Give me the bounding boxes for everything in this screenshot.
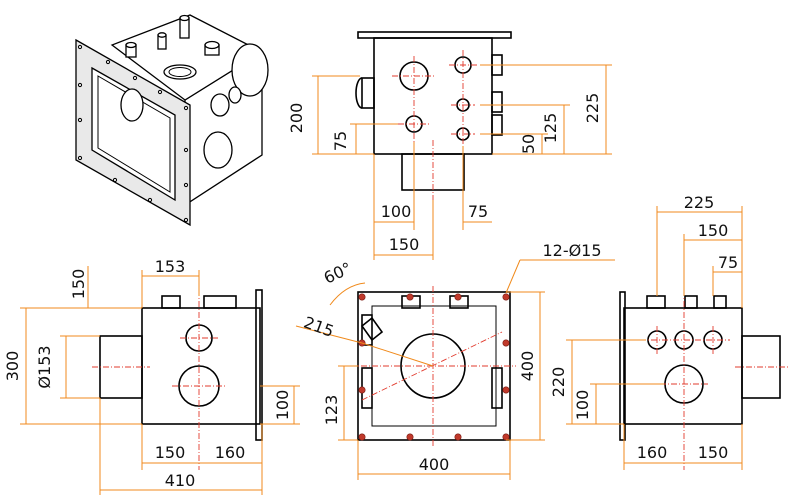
dim-75-right: 75 [468,202,488,221]
bolt-hole [454,433,462,441]
dim-410: 410 [165,471,196,490]
dim-150: 150 [389,235,420,254]
dim-150-top: 150 [698,221,729,240]
bolt-hole [502,339,510,347]
dim-75-left: 75 [331,131,350,151]
flange-view: 60° 215 12-Ø15 400 123 400 [295,241,615,480]
dim-100-right: 100 [573,390,592,421]
dim-125: 125 [541,113,560,144]
dim-50: 50 [519,134,538,154]
dim-225-top: 225 [684,193,715,212]
isometric-view [75,14,269,227]
dim-100: 100 [381,202,412,221]
dim-225: 225 [583,93,602,124]
dim-153: 153 [155,257,186,276]
dim-dia-153: Ø153 [35,345,54,388]
left-view: 153 150 300 Ø153 100 150 160 410 [3,257,300,495]
dim-400-vert: 400 [518,351,537,382]
bolt-hole [406,293,414,301]
right-view: 225 150 75 220 100 160 150 [549,193,790,470]
bolt-hole [454,293,462,301]
bolt-hole [502,386,510,394]
bolt-hole [358,293,366,301]
dim-220: 220 [549,367,568,398]
bolt-hole [358,386,366,394]
front-view: 200 75 225 125 50 100 75 150 [287,31,612,260]
bolt-hole [406,433,414,441]
dim-123: 123 [322,395,341,426]
dim-12-dia-15: 12-Ø15 [542,241,601,260]
dim-150-bottom: 150 [155,443,186,462]
dim-400-horiz: 400 [419,455,450,474]
dim-100-left: 100 [273,390,292,421]
dim-215: 215 [301,313,336,341]
bolt-hole [502,293,510,301]
dim-200: 200 [287,103,306,134]
dim-160-bottom: 160 [215,443,246,462]
dim-150-vert: 150 [69,269,88,300]
dim-75-top: 75 [718,253,738,272]
dim-160-right: 160 [637,443,668,462]
dim-60-deg: 60° [321,258,355,287]
bolt-hole [358,433,366,441]
dim-150-right: 150 [698,443,729,462]
dim-300: 300 [3,351,22,382]
bolt-hole [502,433,510,441]
